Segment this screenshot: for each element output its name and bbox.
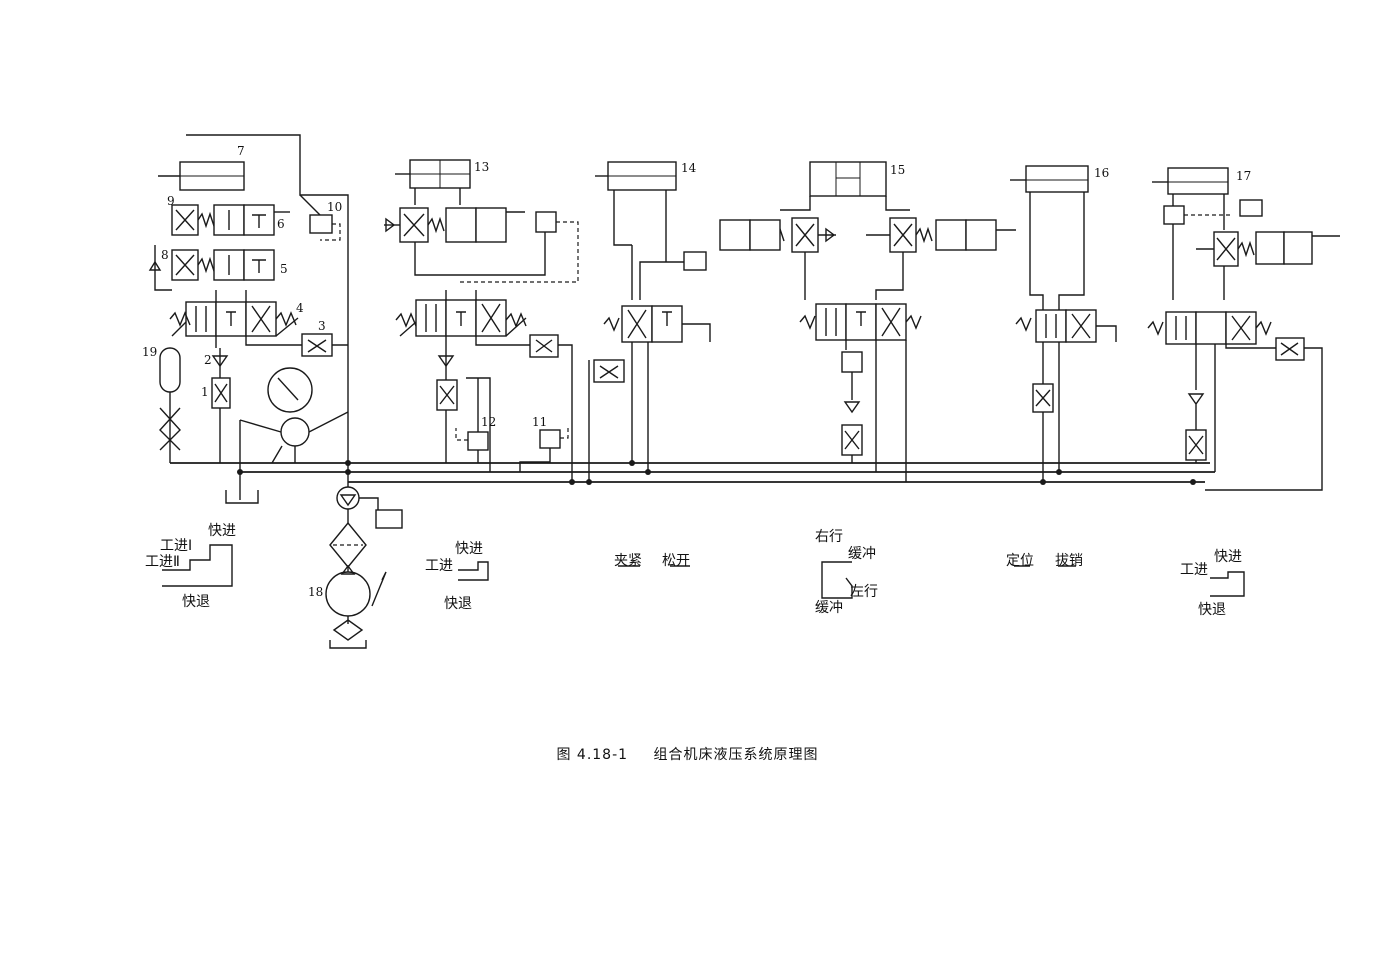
label-16: 16 (1094, 166, 1109, 180)
label-7: 7 (237, 144, 245, 158)
cylinder-17-circuit (1147, 167, 1340, 472)
c7-work-in-1-label: 工进Ⅰ (160, 538, 192, 554)
motion-labels: 快进 工进Ⅰ 工进Ⅱ 快退 快进 工进 快退 夹紧 松开 右行 缓冲 左行 缓冲… (145, 523, 1242, 618)
label-3: 3 (318, 319, 326, 333)
label-17: 17 (1236, 169, 1251, 183)
c7-work-in-2-label: 工进Ⅱ (145, 554, 180, 570)
c7-fast-back-label: 快退 (182, 594, 210, 610)
c17-fast-in-label: 快进 (1214, 549, 1242, 565)
label-4: 4 (296, 301, 304, 315)
cylinder-16-circuit (1010, 165, 1117, 482)
label-14: 14 (681, 161, 697, 175)
label-13: 13 (474, 160, 489, 174)
c15-right-label: 右行 (815, 529, 843, 545)
c7-fast-in-label: 快进 (208, 523, 236, 539)
c13-fast-back-label: 快退 (444, 596, 472, 612)
c15-left-label: 左行 (850, 584, 878, 600)
label-8: 8 (161, 248, 169, 262)
c13-work-in-label: 工进 (425, 558, 453, 574)
label-12: 12 (481, 415, 496, 429)
label-10: 10 (327, 200, 342, 214)
c17-fast-back-label: 快退 (1198, 602, 1226, 618)
label-5: 5 (280, 262, 288, 276)
cylinder-14-circuit (593, 161, 711, 472)
cycle-diagrams (162, 544, 1245, 599)
label-2: 2 (204, 353, 212, 367)
c15-buffer-top-label: 缓冲 (848, 546, 876, 562)
figure-title: 组合机床液压系统原理图 (653, 747, 819, 763)
cylinder-13-circuit (384, 159, 590, 482)
c15-buffer-bottom-label: 缓冲 (815, 600, 843, 616)
c16-pull-pin-label: 拔销 (1055, 553, 1083, 569)
main-lines (170, 347, 1323, 491)
pump-unit (325, 482, 403, 649)
label-6: 6 (277, 217, 285, 231)
c16-locate-label: 定位 (1006, 553, 1034, 569)
c13-fast-in-label: 快进 (455, 541, 483, 557)
label-19: 19 (142, 345, 157, 359)
label-9: 9 (167, 194, 175, 208)
label-18: 18 (308, 585, 323, 599)
figure-number: 图 4.18-1 (556, 747, 629, 763)
figure-caption: 图 4.18-1 组合机床液压系统原理图 (0, 744, 1375, 764)
cylinder-7-circuit (148, 134, 349, 504)
label-11: 11 (532, 415, 547, 429)
c14-clamp-label: 夹紧 (614, 553, 642, 569)
label-1: 1 (201, 385, 209, 399)
cylinder-15-circuit (719, 161, 1016, 482)
c14-release-label: 松开 (662, 553, 690, 569)
component-numbers: 1 2 3 4 5 6 7 8 9 10 11 12 13 14 15 16 1… (142, 144, 1251, 599)
c17-work-in-label: 工进 (1180, 562, 1208, 578)
label-15: 15 (890, 163, 905, 177)
